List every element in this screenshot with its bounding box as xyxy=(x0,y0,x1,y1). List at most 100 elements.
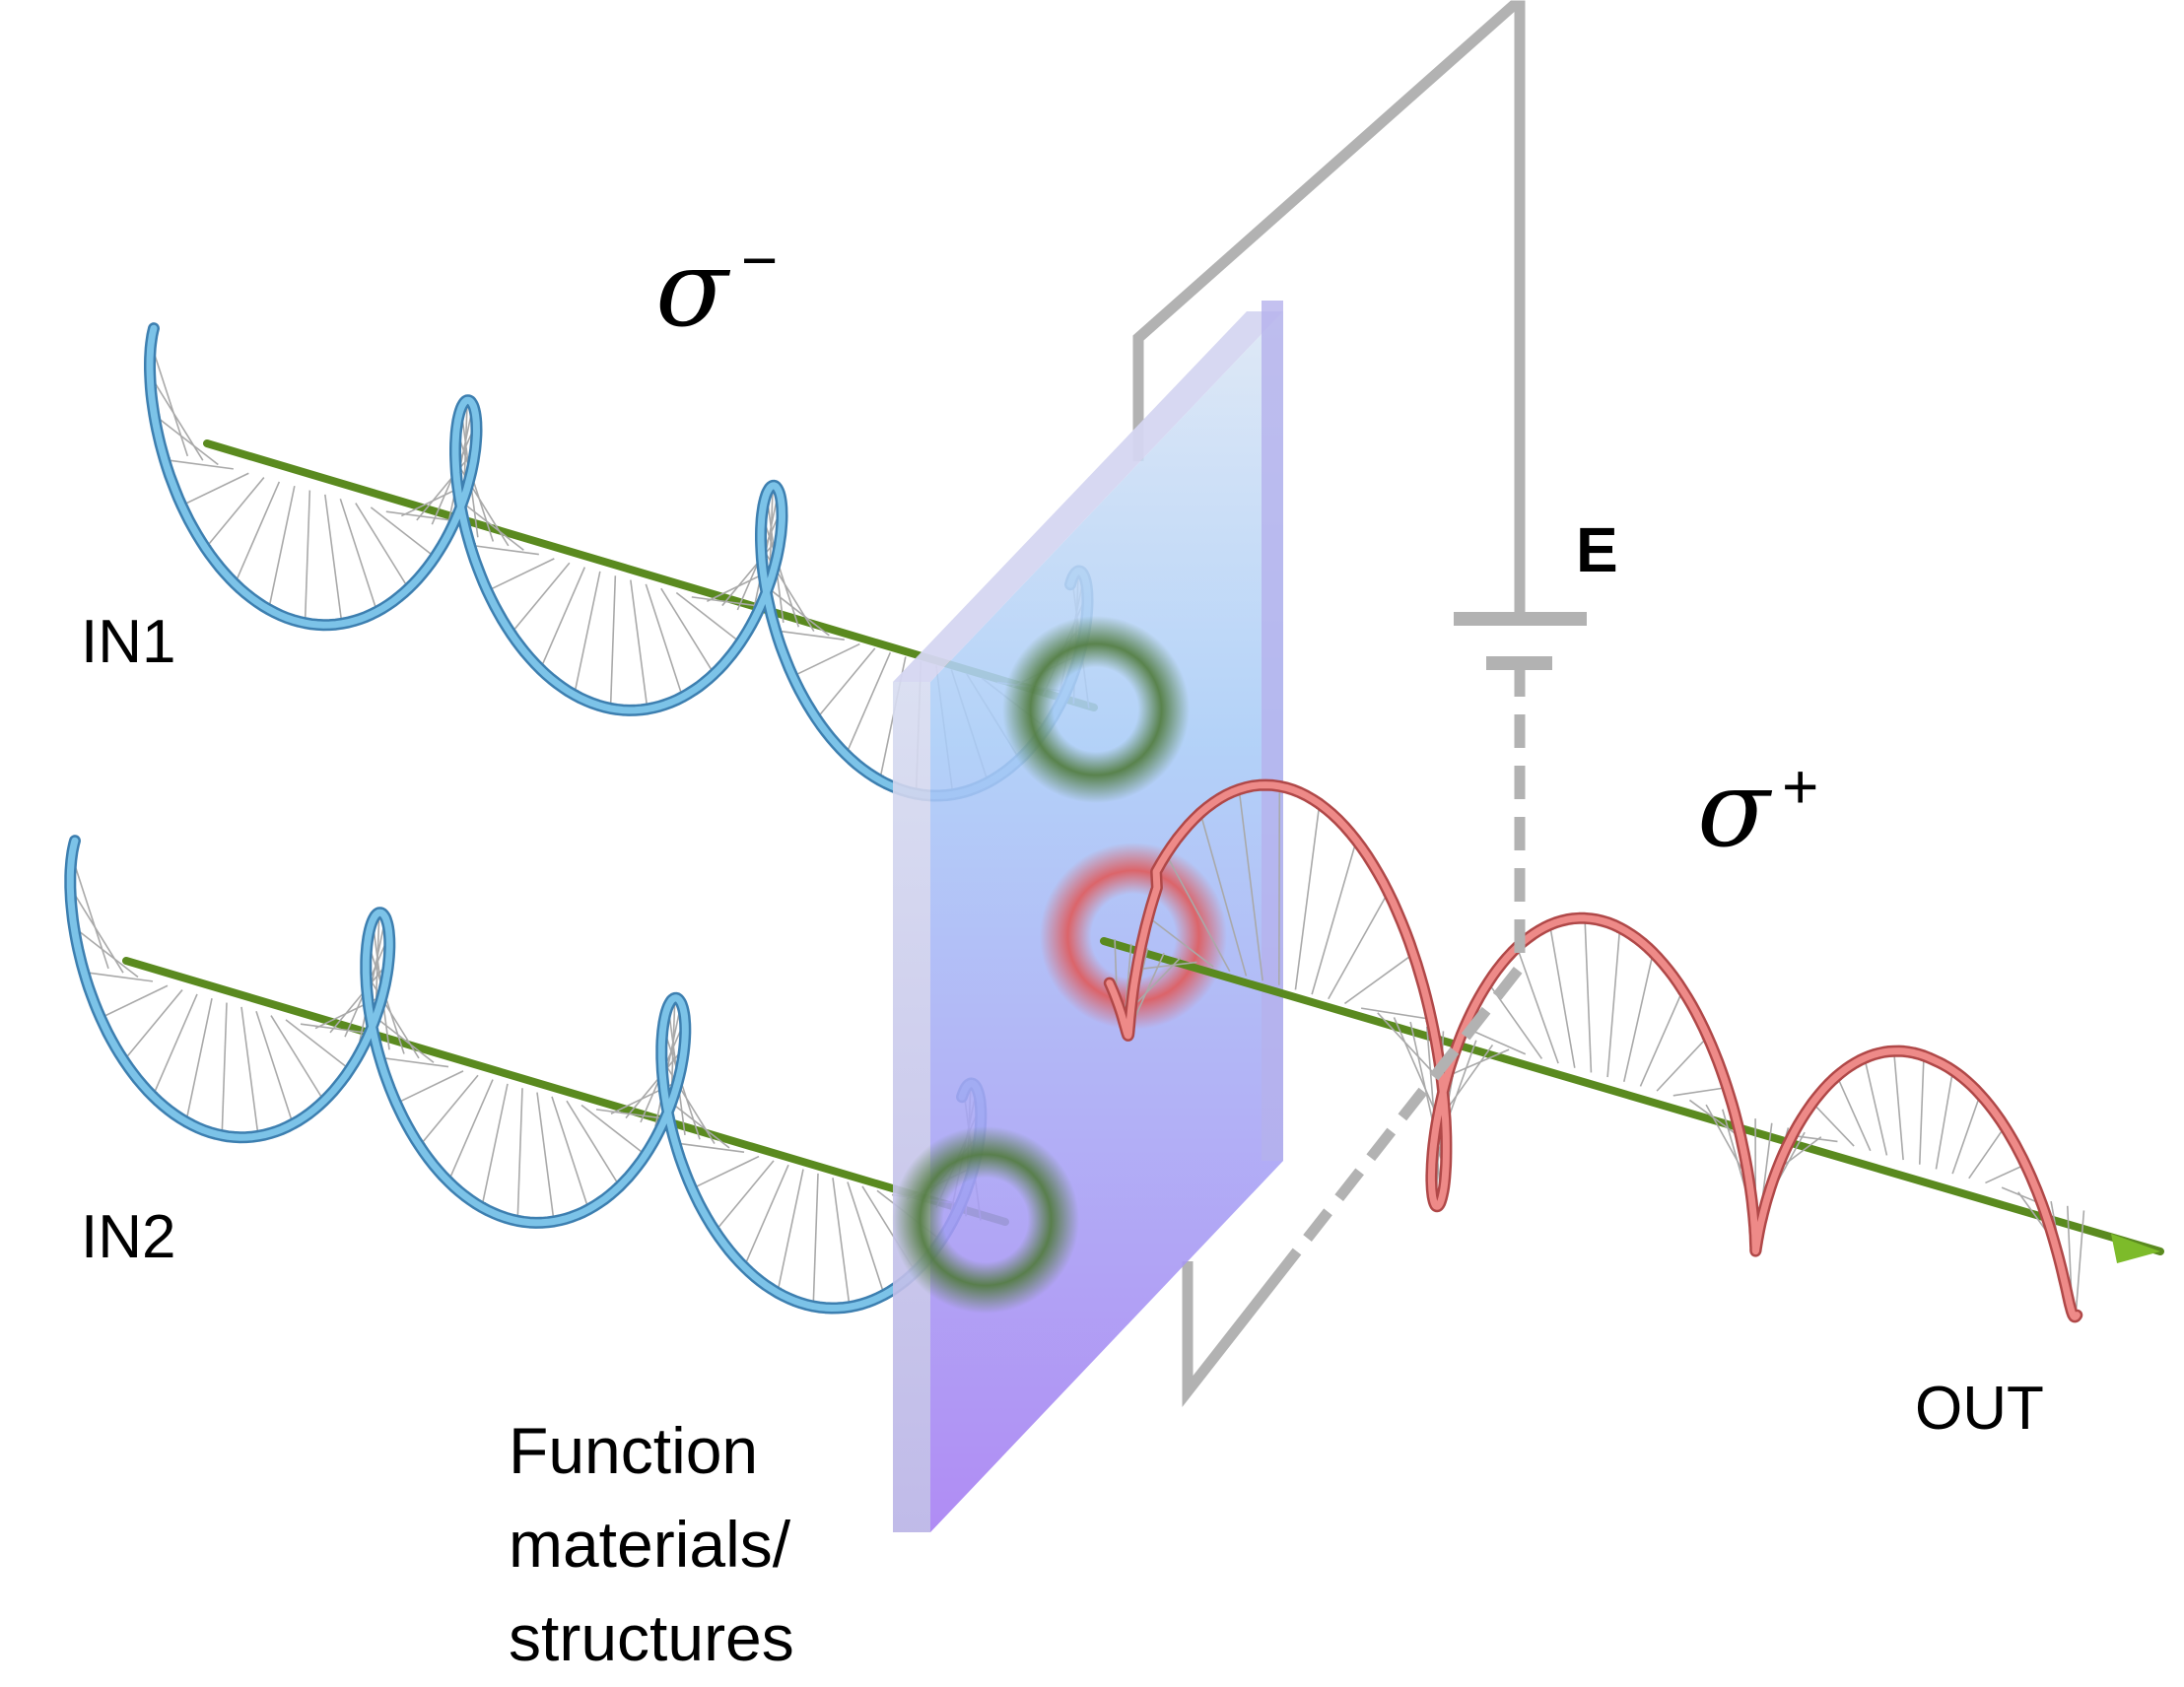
field-vector xyxy=(1516,946,1559,1064)
wave-out-helix xyxy=(1106,781,2081,1320)
field-vector xyxy=(183,998,213,1123)
field-vector xyxy=(815,647,876,720)
field-vector xyxy=(674,1140,745,1154)
field-vector xyxy=(1863,1057,1888,1156)
field-vector xyxy=(454,428,495,542)
wave-in2-propagation-axis xyxy=(122,957,1009,1226)
field-vector xyxy=(324,494,345,625)
input-spot-2 xyxy=(892,1126,1079,1314)
field-vector xyxy=(270,1015,325,1102)
field-vector xyxy=(447,1079,494,1182)
field-vector xyxy=(153,414,219,466)
field-vector xyxy=(1130,957,1182,1010)
dashed-wire xyxy=(1292,663,1526,1255)
field-vector xyxy=(234,481,281,584)
output-spot xyxy=(1040,843,1227,1030)
material-label-line2: materials/ xyxy=(509,1508,791,1581)
field-vector xyxy=(1236,788,1263,981)
field-vector xyxy=(240,1006,261,1137)
lower-wire xyxy=(1182,1248,1302,1407)
field-vector xyxy=(1582,917,1593,1073)
field-vector xyxy=(180,472,249,506)
field-vector xyxy=(572,571,601,696)
field-vector xyxy=(791,642,860,678)
field-vector xyxy=(760,513,800,628)
field-vector xyxy=(266,486,296,611)
field-vector xyxy=(775,1169,804,1294)
field-vector xyxy=(580,1104,647,1156)
field-vector xyxy=(219,1002,228,1136)
material-label-line3: structures xyxy=(509,1601,794,1674)
field-vector xyxy=(810,1173,819,1308)
field-vector xyxy=(832,1178,853,1308)
field-vector xyxy=(660,587,716,675)
field-vector xyxy=(302,490,311,624)
field-vector xyxy=(1328,891,1390,1000)
field-vector xyxy=(645,583,684,698)
field-vector xyxy=(204,477,265,549)
field-vector xyxy=(1360,1007,1432,1022)
field-vector xyxy=(458,500,524,551)
field-vector xyxy=(378,1054,449,1068)
field-vector xyxy=(1147,915,1214,968)
field-vector xyxy=(255,1010,295,1125)
field-vector xyxy=(1165,853,1231,973)
field-vector xyxy=(630,579,650,710)
field-vector xyxy=(847,1181,886,1296)
wave-out-direction-arrow-icon xyxy=(2111,1234,2160,1263)
field-vector xyxy=(1688,1099,1741,1139)
field-vector xyxy=(551,1096,590,1210)
out-label: OUT xyxy=(1915,1375,2044,1443)
field-vector xyxy=(359,916,388,1042)
field-vector xyxy=(691,1155,760,1190)
field-vector xyxy=(1985,1163,2026,1184)
field-vector xyxy=(100,984,169,1019)
field-vector xyxy=(123,989,183,1061)
material-label-line1: Function xyxy=(509,1414,758,1487)
circuit-wire-dashed xyxy=(1292,663,1526,1255)
field-vector xyxy=(1377,1012,1443,1083)
field-vector xyxy=(1135,961,1197,973)
field-vector xyxy=(1811,1102,1855,1147)
field-vector xyxy=(536,1092,557,1223)
field-vector xyxy=(479,1083,509,1208)
field-vector xyxy=(1891,1050,1904,1161)
output-wave xyxy=(1100,778,2164,1323)
output-polarization-sign: + xyxy=(1782,751,1818,822)
field-vector xyxy=(1968,1125,2006,1180)
input-polarization-symbol: σ xyxy=(655,228,731,351)
field-vector xyxy=(285,1019,351,1070)
wave-in2-helix xyxy=(66,837,985,1312)
field-vector xyxy=(607,575,617,709)
field-vector xyxy=(149,342,189,457)
input-wave-2 xyxy=(64,835,1009,1315)
field-vector xyxy=(1311,840,1358,995)
field-vector xyxy=(1547,923,1576,1068)
field-vector xyxy=(1639,989,1684,1087)
field-vector xyxy=(845,651,892,756)
field-vector xyxy=(1656,1036,1709,1092)
field-vector xyxy=(469,542,539,556)
input-polarization-sign: − xyxy=(741,225,778,296)
field-vector xyxy=(1276,785,1283,985)
field-vector xyxy=(83,970,154,982)
field-vector xyxy=(1836,1075,1872,1152)
field-vector xyxy=(370,506,436,558)
field-vector xyxy=(775,628,845,641)
field-vector xyxy=(2073,1210,2085,1317)
field-vector xyxy=(339,498,378,613)
field-vector xyxy=(355,503,410,589)
field-vector xyxy=(419,1074,479,1147)
field-vector xyxy=(1672,1085,1729,1097)
voltage-source-icon xyxy=(1454,612,1587,670)
field-vector xyxy=(1446,1048,1510,1077)
field-vector xyxy=(514,1088,523,1222)
field-vector xyxy=(715,1160,775,1233)
field-vector xyxy=(486,558,555,592)
field-vector xyxy=(764,584,830,637)
field-vector xyxy=(1622,952,1656,1082)
field-vector xyxy=(1294,803,1323,990)
field-vector xyxy=(510,562,571,635)
field-label: E xyxy=(1576,514,1618,585)
